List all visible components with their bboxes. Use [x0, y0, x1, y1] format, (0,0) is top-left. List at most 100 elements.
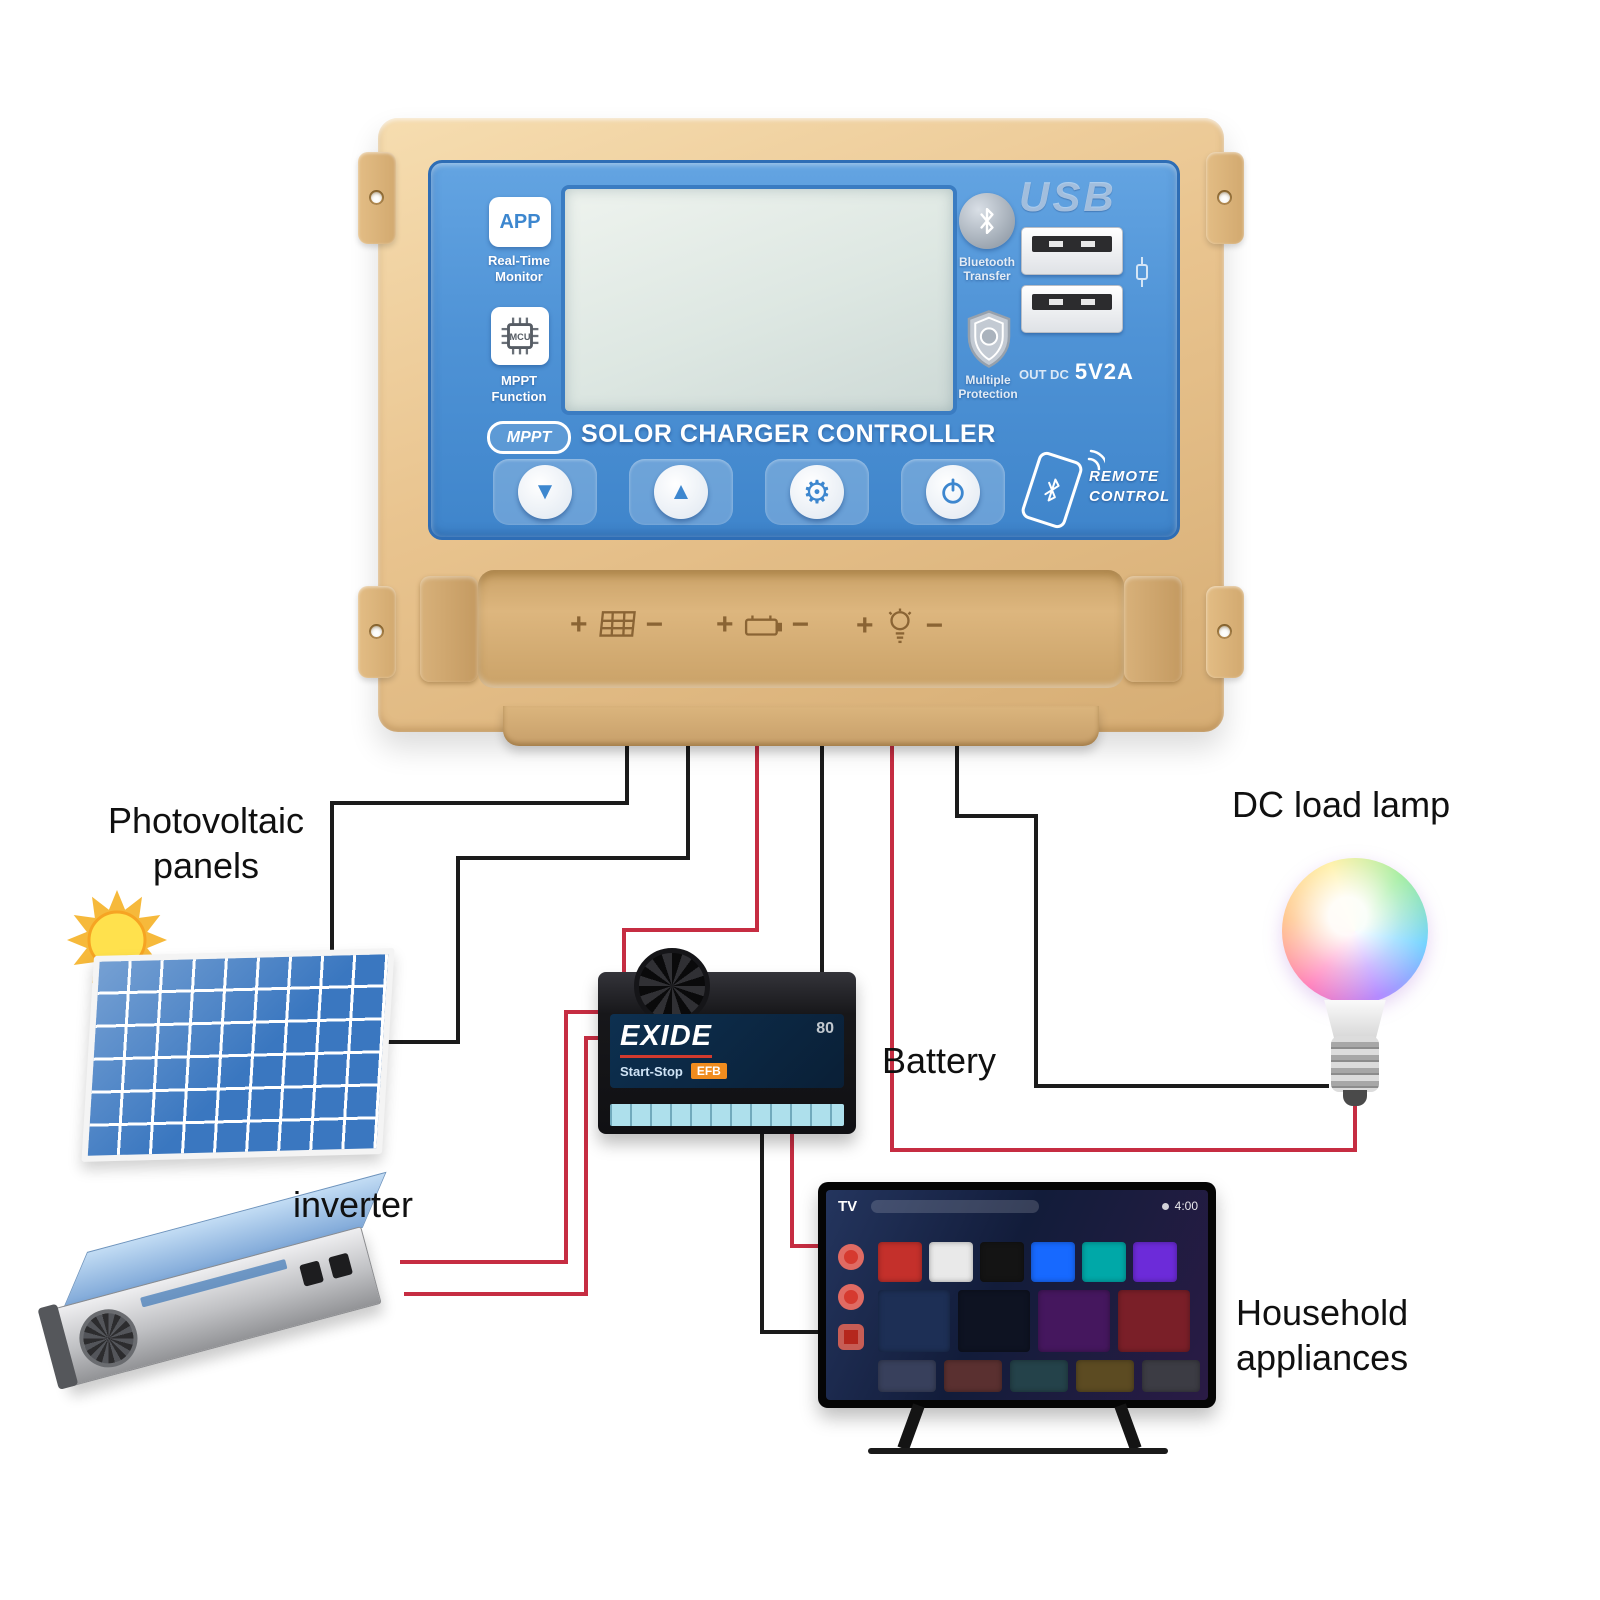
power-icon	[926, 465, 980, 519]
tv-search-bar	[871, 1199, 1040, 1213]
battery: EXIDE 80 Start-Stop EFB	[598, 948, 856, 1134]
wire-inverter-b	[404, 1036, 604, 1296]
tv-brand-label: TV	[838, 1197, 858, 1215]
wire-inverter-a	[400, 1010, 604, 1264]
wire-lamp-black	[955, 738, 1329, 1088]
plus-sign: +	[716, 608, 734, 641]
mount-ear-bottom-left	[358, 586, 396, 678]
app-badge-label: APP	[499, 210, 541, 233]
mount-ear-top-right	[1206, 152, 1244, 244]
pv-label: Photovoltaic panels	[107, 800, 305, 886]
tv-app-tile	[1142, 1360, 1200, 1392]
usb-port-1	[1021, 227, 1123, 275]
terminal-load: + −	[856, 608, 943, 644]
usb-ports	[1021, 227, 1125, 343]
battery-capacity: 80	[816, 1020, 834, 1037]
tv-app-tile	[929, 1242, 973, 1282]
lcd-display	[561, 185, 957, 415]
screw-hole-icon	[369, 190, 384, 205]
tv-app-tile	[878, 1242, 922, 1282]
tv-app-tile	[1133, 1242, 1177, 1282]
screw-hole-icon	[1217, 624, 1232, 639]
usb-plug-icon	[1133, 255, 1151, 294]
tv-status-icon	[1161, 1202, 1169, 1210]
screw-hole-icon	[369, 624, 384, 639]
battery-fan-icon	[634, 948, 710, 1024]
battery-label-plate: EXIDE 80 Start-Stop EFB	[610, 1014, 844, 1088]
usb-pin	[1049, 241, 1063, 247]
minus-sign: −	[791, 608, 810, 641]
up-arrow-icon: ▲	[654, 465, 708, 519]
tv-app-tile	[878, 1360, 936, 1392]
tv-app-icon	[838, 1244, 864, 1270]
gear-icon: ⚙	[790, 465, 844, 519]
usb-pin	[1081, 241, 1095, 247]
tv-app-tile	[1076, 1360, 1134, 1392]
wire-pv-negative	[330, 738, 629, 958]
tv-app-tile	[1118, 1290, 1190, 1352]
tv-app-tile	[878, 1290, 950, 1352]
tv-app-tile	[958, 1290, 1030, 1352]
tv-tiles-row2	[878, 1290, 1190, 1352]
usb-pin	[1049, 299, 1063, 305]
usb-slot	[1032, 294, 1112, 310]
tv-app-tile	[944, 1360, 1002, 1392]
tv-base-bar	[868, 1448, 1168, 1454]
television: TV 4:00	[818, 1182, 1216, 1408]
remote-control-graphic: REMOTE CONTROL	[1019, 449, 1173, 531]
minus-sign: −	[645, 608, 664, 641]
inverter-label: inverter	[293, 1184, 414, 1225]
mcu-caption: MPPT Function	[491, 373, 547, 404]
terminal-battery: + −	[716, 608, 809, 642]
lamp-terminal-icon	[888, 608, 911, 644]
app-badge: APP	[489, 197, 551, 247]
mcu-text: MCU	[510, 332, 531, 342]
usb-label: USB	[1019, 173, 1117, 220]
protection-caption: Multiple Protection	[958, 373, 1018, 402]
battery-label: Battery	[882, 1040, 997, 1081]
usb-slot	[1032, 236, 1112, 252]
panel-title: SOLOR CHARGER CONTROLLER	[581, 420, 996, 448]
wire-pv-positive	[374, 738, 690, 1044]
protection-shield-icon	[963, 309, 1015, 369]
usb-port-2	[1021, 285, 1123, 333]
screw-hole-icon	[1217, 190, 1232, 205]
wire-battery-positive	[622, 738, 759, 980]
inverter-body	[8, 1103, 472, 1496]
down-arrow-icon: ▼	[518, 465, 572, 519]
tv-app-tile	[1010, 1360, 1068, 1392]
tv-clock: 4:00	[1161, 1199, 1198, 1213]
tv-tiles-row3	[878, 1360, 1200, 1392]
phone-icon	[1019, 449, 1085, 531]
mount-ear-bottom-right	[1206, 586, 1244, 678]
mppt-badge: MPPT	[487, 421, 571, 454]
tv-app-tile	[1082, 1242, 1126, 1282]
battery-brand: EXIDE	[620, 1020, 713, 1058]
bluetooth-icon	[959, 193, 1015, 249]
settings-button: ⚙	[765, 459, 869, 525]
up-button: ▲	[629, 459, 733, 525]
wire-tv-black	[760, 1130, 822, 1334]
wire-tv-red	[790, 1130, 822, 1248]
usb-pin	[1081, 299, 1095, 305]
battery-info-strip	[610, 1104, 844, 1126]
bulb-highlight	[1282, 858, 1428, 1004]
tv-app-icon	[838, 1324, 864, 1350]
remote-control-label: REMOTE CONTROL	[1089, 468, 1171, 505]
tv-app-tile	[980, 1242, 1024, 1282]
minus-sign: −	[925, 609, 944, 642]
terminal-cover: + − + − + −	[478, 570, 1124, 688]
charge-controller-device: APP Real-Time Monitor MCU MP	[358, 118, 1244, 746]
rgb-bulb-globe	[1282, 858, 1428, 1004]
tv-app-tile	[1038, 1290, 1110, 1352]
tv-tiles-row1	[878, 1242, 1177, 1282]
tv-app-icon	[838, 1284, 864, 1310]
front-panel: APP Real-Time Monitor MCU MP	[428, 160, 1180, 540]
plus-sign: +	[570, 608, 588, 641]
bluetooth-caption: Bluetooth Transfer	[959, 255, 1015, 284]
dc-lamp-label: DC load lamp	[1232, 784, 1451, 825]
tv-side-icons	[838, 1244, 864, 1350]
down-button: ▼	[493, 459, 597, 525]
